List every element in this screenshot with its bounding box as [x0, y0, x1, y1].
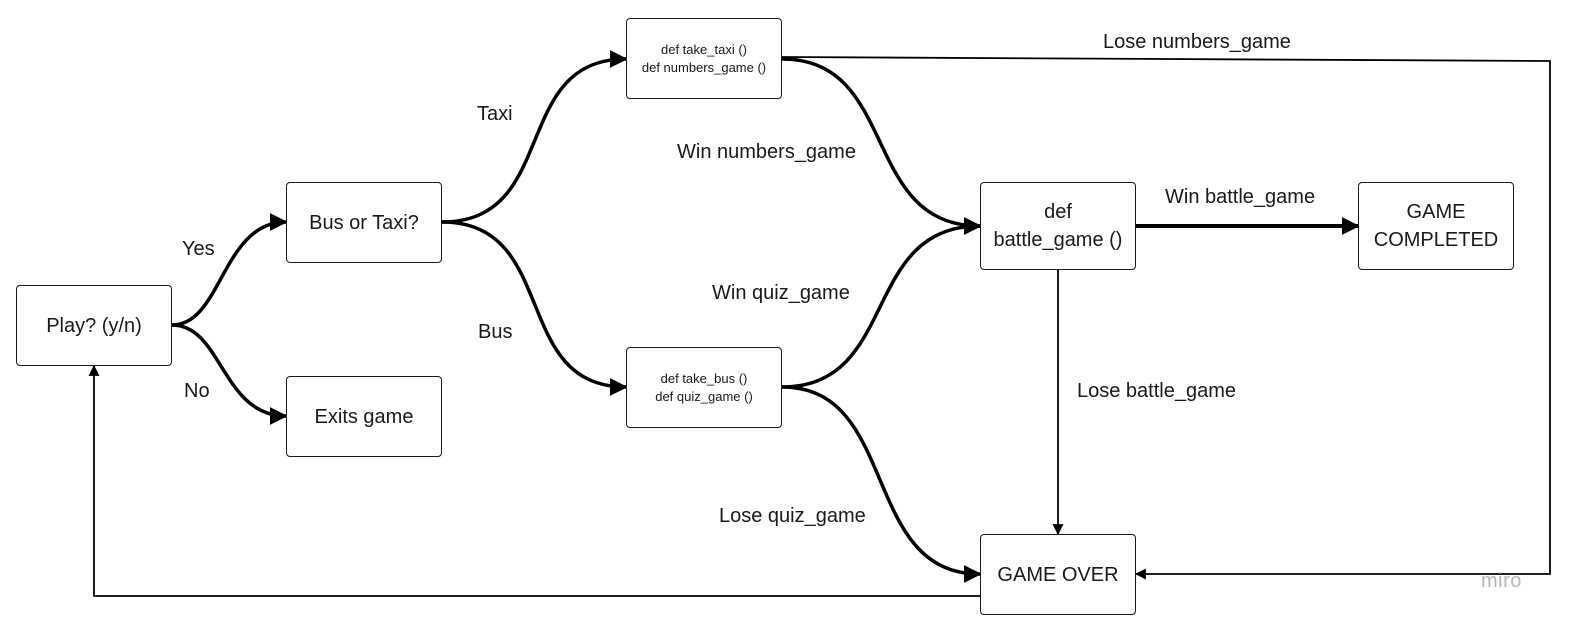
win-quiz-label: Win quiz_game [712, 282, 850, 304]
bus-node: def take_bus () def quiz_game () [626, 347, 782, 428]
bus-connector [441, 220, 628, 396]
win-battle-label: Win battle_game [1165, 186, 1316, 208]
game-over-node-text: GAME OVER [997, 563, 1119, 586]
win-quiz-connector [781, 217, 982, 389]
yes-connector [171, 213, 288, 327]
taxi-node-line-1: def take_taxi () [661, 41, 747, 57]
yes-label: Yes [182, 238, 215, 260]
taxi-label: Taxi [477, 103, 513, 125]
win-numbers-label: Win numbers_game [677, 141, 856, 163]
no-connector [171, 323, 288, 425]
battle-node-line-1: def [1044, 201, 1072, 223]
win-numbers-connector [781, 57, 982, 235]
lose-quiz-label: Lose quiz_game [719, 505, 866, 527]
exits-game-node: Exits game [286, 376, 442, 457]
bus-node-line-2: def quiz_game () [655, 388, 753, 404]
play-node-text: Play? (y/n) [46, 314, 142, 337]
miro-logo: miro [1481, 570, 1522, 592]
no-label: No [184, 380, 210, 402]
game-completed-line-1: GAME [1406, 201, 1466, 223]
game-completed-line-2: COMPLETED [1373, 229, 1499, 251]
game-completed-node: GAME COMPLETED [1358, 182, 1514, 270]
battle-node-line-2: battle_game () [993, 229, 1123, 251]
game-over-node: GAME OVER [980, 534, 1136, 615]
lose-battle-label: Lose battle_game [1077, 380, 1237, 402]
bus-node-line-1: def take_bus () [660, 370, 748, 386]
restart-connector [88, 364, 980, 597]
exits-game-node-text: Exits game [314, 405, 414, 428]
battle-node: def battle_game () [980, 182, 1136, 270]
play-node: Play? (y/n) [16, 285, 172, 366]
bus-label: Bus [478, 321, 513, 343]
bus-or-taxi-node: Bus or Taxi? [286, 182, 442, 263]
lose-numbers-connector [781, 56, 1551, 580]
bus-or-taxi-node-text: Bus or Taxi? [309, 211, 419, 234]
taxi-connector [441, 50, 628, 224]
lose-quiz-connector [781, 385, 982, 583]
taxi-node-line-2: def numbers_game () [641, 59, 767, 75]
lose-numbers-label: Lose numbers_game [1103, 31, 1291, 53]
taxi-node: def take_taxi () def numbers_game () [626, 18, 782, 99]
